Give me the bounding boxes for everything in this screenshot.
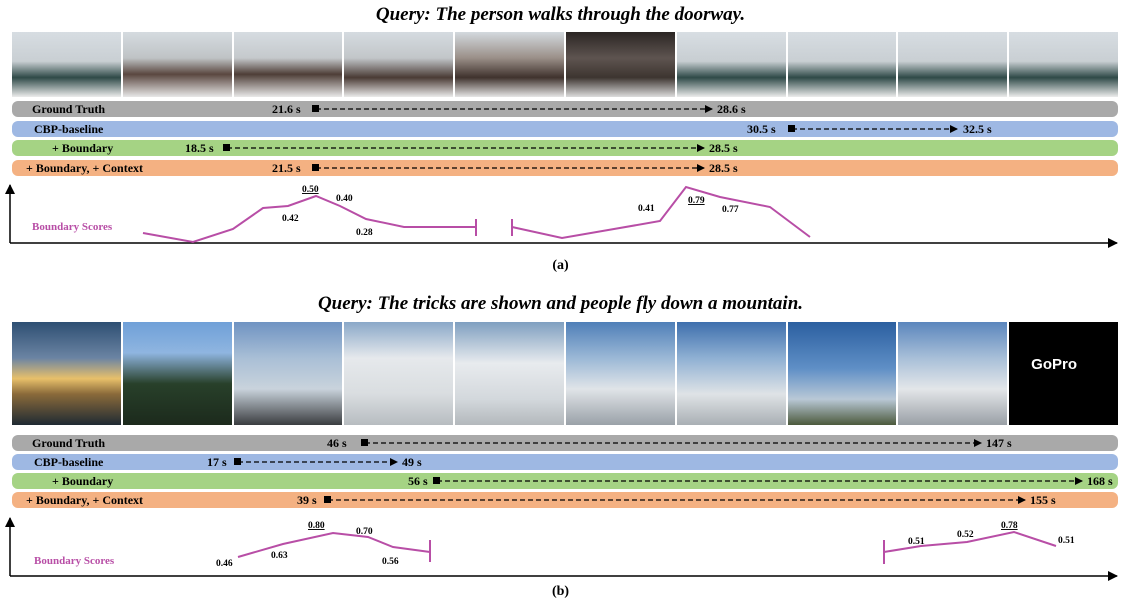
score-label: 0.46 xyxy=(216,559,233,569)
query-a: Query: The person walks through the door… xyxy=(375,4,746,25)
row-label: + Boundary xyxy=(52,141,114,155)
row-label: CBP-baseline xyxy=(34,122,104,136)
end-time: 168 s xyxy=(1087,474,1113,488)
score-curve-b-right xyxy=(883,530,1057,553)
boundary-scores-label: Boundary Scores xyxy=(34,555,115,567)
start-marker xyxy=(312,164,319,171)
end-time: 49 s xyxy=(402,455,422,469)
score-label: 0.41 xyxy=(638,204,655,214)
row-label: + Boundary, + Context xyxy=(26,161,144,175)
start-marker xyxy=(223,144,230,151)
video-frame xyxy=(122,322,232,425)
video-frame xyxy=(787,32,897,97)
score-curve-a-right xyxy=(511,185,811,240)
score-label: 0.42 xyxy=(282,214,299,224)
interval-start-markers-a xyxy=(223,105,795,171)
start-marker xyxy=(433,477,440,484)
start-time: 39 s xyxy=(297,493,317,507)
video-frame xyxy=(787,322,897,425)
score-label: 0.80 xyxy=(308,521,325,531)
video-frame xyxy=(455,32,564,97)
start-marker xyxy=(312,105,319,112)
start-marker xyxy=(234,458,241,465)
score-label: 0.52 xyxy=(957,530,974,540)
start-time: 21.6 s xyxy=(272,102,301,116)
score-curve-b-left xyxy=(237,531,431,558)
video-frame xyxy=(676,32,786,97)
video-frame xyxy=(233,322,343,425)
interval-arrows-a xyxy=(227,105,958,172)
score-label: 0.40 xyxy=(336,194,353,204)
score-label: 0.78 xyxy=(1001,521,1018,531)
start-marker xyxy=(324,496,331,503)
video-frame: GoPro xyxy=(1009,322,1118,425)
bar-cbp-baseline-b: CBP-baseline xyxy=(12,454,1118,470)
row-label: Ground Truth xyxy=(32,102,106,116)
caption-a: (a) xyxy=(552,258,569,273)
start-time: 30.5 s xyxy=(747,122,776,136)
caption-b: (b) xyxy=(551,584,570,599)
score-label: 0.56 xyxy=(382,557,399,567)
video-frame xyxy=(344,32,454,97)
row-label: Ground Truth xyxy=(32,436,106,450)
end-time: 155 s xyxy=(1030,493,1056,507)
end-time: 147 s xyxy=(986,436,1012,450)
row-label: + Boundary xyxy=(52,474,114,488)
score-label: 0.51 xyxy=(1058,536,1075,546)
video-frame xyxy=(898,322,1008,425)
interval-arrows-b xyxy=(238,439,1083,504)
start-marker xyxy=(788,125,795,132)
start-time: 21.5 s xyxy=(272,161,301,175)
end-time: 28.5 s xyxy=(709,141,738,155)
start-marker xyxy=(361,439,368,446)
start-time: 46 s xyxy=(327,436,347,450)
score-label: 0.77 xyxy=(722,205,739,215)
video-frame xyxy=(898,32,1008,97)
start-time: 17 s xyxy=(207,455,227,469)
end-time: 28.6 s xyxy=(717,102,746,116)
start-time: 18.5 s xyxy=(185,141,214,155)
video-frame xyxy=(12,322,121,425)
score-label: 0.28 xyxy=(356,228,373,238)
video-frame xyxy=(565,322,675,425)
score-curve-a-left xyxy=(142,194,476,244)
end-time: 28.5 s xyxy=(709,161,738,175)
video-frame xyxy=(344,322,454,425)
video-frame xyxy=(1009,32,1118,97)
score-label: 0.50 xyxy=(302,185,319,195)
start-time: 56 s xyxy=(408,474,428,488)
video-frames-a xyxy=(12,32,1118,97)
video-frame xyxy=(565,32,675,97)
video-frames-b: GoPro xyxy=(12,322,1118,425)
score-label: 0.63 xyxy=(271,551,288,561)
video-frame xyxy=(12,32,121,97)
bar-cbp-baseline-a: CBP-baseline xyxy=(12,121,1118,137)
interval-start-markers-b xyxy=(234,439,440,503)
video-frame xyxy=(676,322,786,425)
score-label: 0.51 xyxy=(908,537,925,547)
boundary-scores-label: Boundary Scores xyxy=(32,221,113,233)
score-label: 0.79 xyxy=(688,196,705,206)
gopro-logo: GoPro xyxy=(1031,356,1078,373)
video-frame xyxy=(122,32,232,97)
row-label: CBP-baseline xyxy=(34,455,104,469)
score-label: 0.70 xyxy=(356,527,373,537)
video-frame xyxy=(455,322,564,425)
video-frame xyxy=(233,32,343,97)
query-b: Query: The tricks are shown and people f… xyxy=(317,293,804,314)
row-label: + Boundary, + Context xyxy=(26,493,144,507)
end-time: 32.5 s xyxy=(963,122,992,136)
